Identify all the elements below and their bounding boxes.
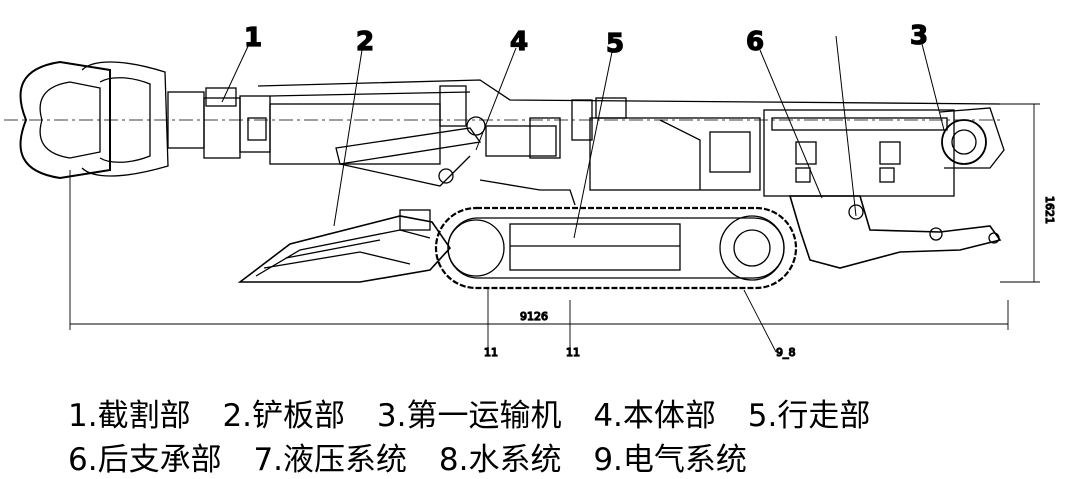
legend-water-system: 8.水系统 xyxy=(438,442,562,478)
legend-first-conveyor: 3.第一运输机 xyxy=(376,398,562,434)
legend-row-1: 1.截割部 2.铲板部 3.第一运输机 4.本体部 5.行走部 xyxy=(68,390,892,435)
callout-3: 3 xyxy=(910,21,928,51)
height-label: 1621 xyxy=(1043,196,1056,224)
main-body xyxy=(257,79,1001,206)
shovel-plate xyxy=(237,209,452,283)
mark-label-c: 9_8 xyxy=(776,346,796,359)
mark-label-b: 11 xyxy=(566,346,580,359)
legend-row-2: 6.后支承部 7.液压系统 8.水系统 9.电气系统 xyxy=(68,434,769,479)
legend-hydraulic-system: 7.液压系统 xyxy=(253,442,408,478)
mark-label-a: 11 xyxy=(484,346,498,359)
legend-main-body: 4.本体部 xyxy=(593,398,716,434)
callout-2: 2 xyxy=(356,27,374,57)
legend-shovel-plate: 2.铲板部 xyxy=(222,398,346,434)
callout-5: 5 xyxy=(606,29,624,59)
overall-length-label: 9126 xyxy=(520,310,548,323)
callout-6: 6 xyxy=(746,27,764,57)
conveyor-and-electrics xyxy=(763,107,1005,197)
legend-travel-unit: 5.行走部 xyxy=(747,398,871,434)
crawler-track xyxy=(434,206,798,290)
legend-cutting-unit: 1.截割部 xyxy=(68,398,191,434)
callout-1: 1 xyxy=(244,23,262,53)
dimension-lines xyxy=(69,103,1040,353)
legend-electrical-system: 9.电气系统 xyxy=(593,442,747,478)
roadheader-side-view-drawing: 1 2 3 4 5 6 9126 1621 11 11 9_8 xyxy=(4,20,1057,360)
legend-rear-support: 6.后支承部 xyxy=(68,442,222,478)
callout-leaders xyxy=(221,35,945,239)
cutting-head xyxy=(19,60,271,180)
callout-4: 4 xyxy=(510,27,528,57)
rear-support xyxy=(788,195,1002,269)
